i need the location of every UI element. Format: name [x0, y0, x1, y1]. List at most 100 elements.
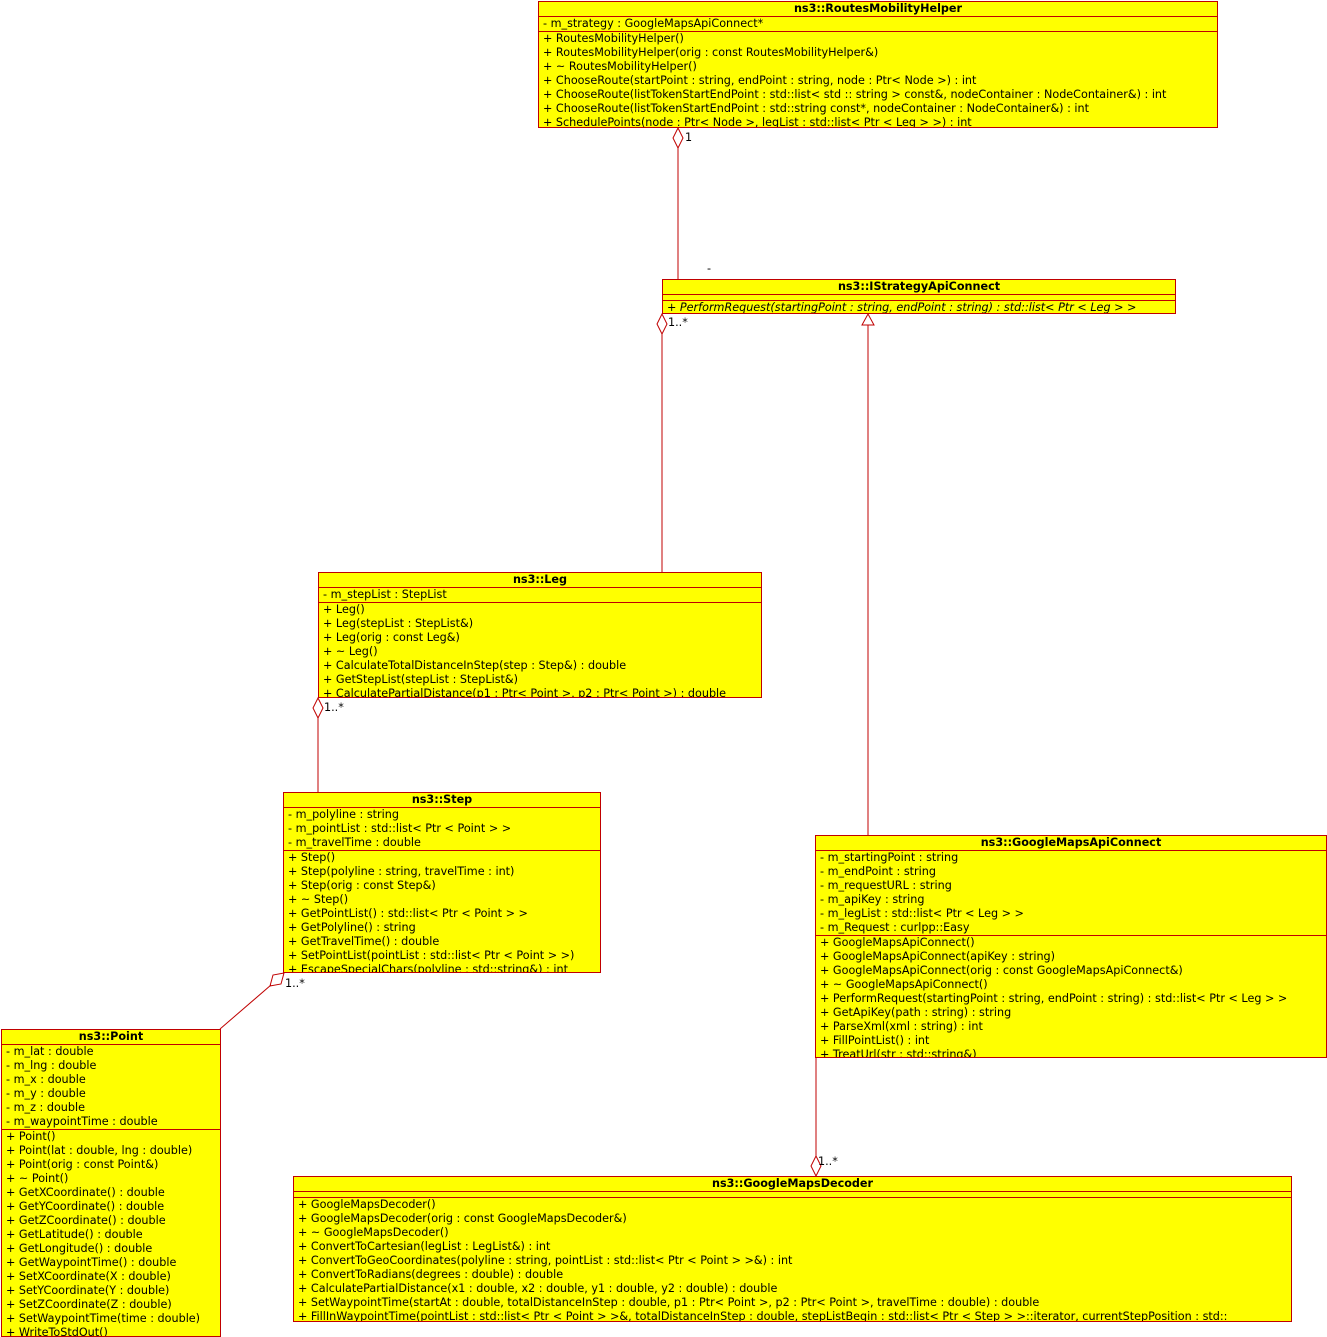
- operation-row: + Step(orig : const Step&): [288, 879, 436, 892]
- class-name: ns3::RoutesMobilityHelper: [539, 2, 1217, 17]
- operation-row: + GetWaypointTime() : double: [6, 1256, 177, 1269]
- mult-strategy-leg: 1..*: [668, 316, 688, 329]
- operation-row: + GetZCoordinate() : double: [6, 1214, 166, 1227]
- operation-row: + ~ RoutesMobilityHelper(): [543, 60, 697, 73]
- operation-row: + SetZCoordinate(Z : double): [6, 1298, 172, 1311]
- operation-row: + Leg(orig : const Leg&): [323, 631, 460, 644]
- attribute-row: - m_waypointTime : double: [6, 1115, 158, 1128]
- operation-row: + ConvertToCartesian(legList : LegList&)…: [298, 1240, 551, 1253]
- operation-row: + GoogleMapsDecoder(): [298, 1198, 436, 1211]
- operations-compartment: + PerformRequest(startingPoint : string,…: [663, 301, 1175, 314]
- operation-row: + Leg(stepList : StepList&): [323, 617, 474, 630]
- operations-compartment: + GoogleMapsDecoder()+ GoogleMapsDecoder…: [294, 1198, 1291, 1322]
- mult-api-decoder: 1..*: [818, 1155, 838, 1168]
- operation-row: + ~ Leg(): [323, 645, 378, 658]
- operation-row: + GoogleMapsApiConnect(orig : const Goog…: [820, 964, 1183, 977]
- attribute-row: - m_Request : curlpp::Easy: [820, 921, 970, 934]
- operation-row: + TreatUrl(str : std::string&): [820, 1048, 977, 1058]
- attributes-compartment: [294, 1192, 1291, 1198]
- mult-helper-target: -: [707, 262, 712, 275]
- operation-row: + SetWaypointTime(time : double): [6, 1312, 201, 1325]
- attributes-compartment: - m_strategy : GoogleMapsApiConnect*: [539, 17, 1217, 32]
- operation-row: + SchedulePoints(node : Ptr< Node >, leg…: [543, 116, 972, 128]
- operation-row: + Point(lat : double, lng : double): [6, 1144, 193, 1157]
- operation-row: + FillInWaypointTime(pointList : std::li…: [298, 1310, 1228, 1322]
- edge-step-point: [219, 984, 272, 1030]
- attribute-row: - m_lat : double: [6, 1045, 94, 1058]
- operation-row: + Point(orig : const Point&): [6, 1158, 159, 1171]
- attributes-compartment: - m_startingPoint : string- m_endPoint :…: [816, 851, 1326, 936]
- operations-compartment: + Step()+ Step(polyline : string, travel…: [284, 851, 600, 973]
- attribute-row: - m_strategy : GoogleMapsApiConnect*: [543, 17, 764, 30]
- class-routes-mobility-helper[interactable]: ns3::RoutesMobilityHelper- m_strategy : …: [538, 1, 1218, 128]
- operation-row: + GetXCoordinate() : double: [6, 1186, 165, 1199]
- attribute-row: - m_pointList : std::list< Ptr < Point >…: [288, 822, 512, 835]
- class-name: ns3::Step: [284, 793, 600, 808]
- operation-row: + ~ Point(): [6, 1172, 69, 1185]
- aggregation-diamond-strategy: [656, 312, 668, 336]
- attribute-row: - m_stepList : StepList: [323, 588, 447, 601]
- operation-row: + SetPointList(pointList : std::list< Pt…: [288, 949, 575, 962]
- attribute-row: - m_apiKey : string: [820, 893, 925, 906]
- mult-helper-source: 1: [685, 131, 693, 144]
- aggregation-diamond-step: [269, 972, 285, 987]
- attribute-row: - m_y : double: [6, 1087, 86, 1100]
- attributes-compartment: [663, 295, 1175, 301]
- class-leg[interactable]: ns3::Leg- m_stepList : StepList+ Leg()+ …: [318, 572, 762, 698]
- operation-row: + Point(): [6, 1130, 56, 1143]
- attributes-compartment: - m_stepList : StepList: [319, 588, 761, 603]
- attribute-row: - m_legList : std::list< Ptr < Leg > >: [820, 907, 1024, 920]
- operations-compartment: + Leg()+ Leg(stepList : StepList&)+ Leg(…: [319, 603, 761, 698]
- operation-row: + RoutesMobilityHelper(orig : const Rout…: [543, 46, 879, 59]
- operation-row: + CalculatePartialDistance(p1 : Ptr< Poi…: [323, 687, 727, 698]
- attributes-compartment: - m_polyline : string- m_pointList : std…: [284, 808, 600, 851]
- attribute-row: - m_startingPoint : string: [820, 851, 959, 864]
- operations-compartment: + Point()+ Point(lat : double, lng : dou…: [2, 1130, 220, 1337]
- operation-row: + WriteToStdOut(): [6, 1326, 108, 1337]
- class-name: ns3::Point: [2, 1030, 220, 1045]
- operation-row: + PerformRequest(startingPoint : string,…: [667, 301, 1137, 314]
- class-google-maps-api-connect[interactable]: ns3::GoogleMapsApiConnect- m_startingPoi…: [815, 835, 1327, 1058]
- generalization-arrow: [861, 312, 875, 326]
- operation-row: + GetPolyline() : string: [288, 921, 416, 934]
- aggregation-diamond-leg: [312, 696, 324, 720]
- operation-row: + CalculatePartialDistance(x1 : double, …: [298, 1282, 778, 1295]
- operation-row: + ChooseRoute(startPoint : string, endPo…: [543, 74, 977, 87]
- operation-row: + GetYCoordinate() : double: [6, 1200, 165, 1213]
- class-name: ns3::GoogleMapsDecoder: [294, 1177, 1291, 1192]
- operation-row: + CalculateTotalDistanceInStep(step : St…: [323, 659, 627, 672]
- operations-compartment: + GoogleMapsApiConnect()+ GoogleMapsApiC…: [816, 936, 1326, 1058]
- operation-row: + RoutesMobilityHelper(): [543, 32, 684, 45]
- operation-row: + GetLatitude() : double: [6, 1228, 143, 1241]
- operation-row: + ~ GoogleMapsDecoder(): [298, 1226, 449, 1239]
- operation-row: + ~ GoogleMapsApiConnect(): [820, 978, 988, 991]
- operations-compartment: + RoutesMobilityHelper()+ RoutesMobility…: [539, 32, 1217, 128]
- operation-row: + ChooseRoute(listTokenStartEndPoint : s…: [543, 102, 1090, 115]
- attribute-row: - m_x : double: [6, 1073, 86, 1086]
- class-name: ns3::IStrategyApiConnect: [663, 280, 1175, 295]
- operation-row: + GetStepList(stepList : StepList&): [323, 673, 519, 686]
- operation-row: + Leg(): [323, 603, 365, 616]
- attribute-row: - m_polyline : string: [288, 808, 399, 821]
- attribute-row: - m_requestURL : string: [820, 879, 952, 892]
- class-name: ns3::Leg: [319, 573, 761, 588]
- operation-row: + ConvertToRadians(degrees : double) : d…: [298, 1268, 564, 1281]
- operation-row: + ChooseRoute(listTokenStartEndPoint : s…: [543, 88, 1167, 101]
- operation-row: + GetPointList() : std::list< Ptr < Poin…: [288, 907, 528, 920]
- operation-row: + SetWaypointTime(startAt : double, tota…: [298, 1296, 1040, 1309]
- attribute-row: - m_travelTime : double: [288, 836, 421, 849]
- operation-row: + Step(polyline : string, travelTime : i…: [288, 865, 515, 878]
- attributes-compartment: - m_lat : double- m_lng : double- m_x : …: [2, 1045, 220, 1130]
- operation-row: + SetYCoordinate(Y : double): [6, 1284, 170, 1297]
- class-istrategy-api-connect[interactable]: ns3::IStrategyApiConnect+ PerformRequest…: [662, 279, 1176, 314]
- attribute-row: - m_endPoint : string: [820, 865, 936, 878]
- aggregation-diamond-helper: [672, 126, 684, 150]
- operation-row: + GetLongitude() : double: [6, 1242, 153, 1255]
- class-google-maps-decoder[interactable]: ns3::GoogleMapsDecoder+ GoogleMapsDecode…: [293, 1176, 1292, 1322]
- operation-row: + PerformRequest(startingPoint : string,…: [820, 992, 1288, 1005]
- operation-row: + Step(): [288, 851, 336, 864]
- class-point[interactable]: ns3::Point- m_lat : double- m_lng : doub…: [1, 1029, 221, 1337]
- class-step[interactable]: ns3::Step- m_polyline : string- m_pointL…: [283, 792, 601, 973]
- operation-row: + EscapeSpecialChars(polyline : std::str…: [288, 963, 568, 973]
